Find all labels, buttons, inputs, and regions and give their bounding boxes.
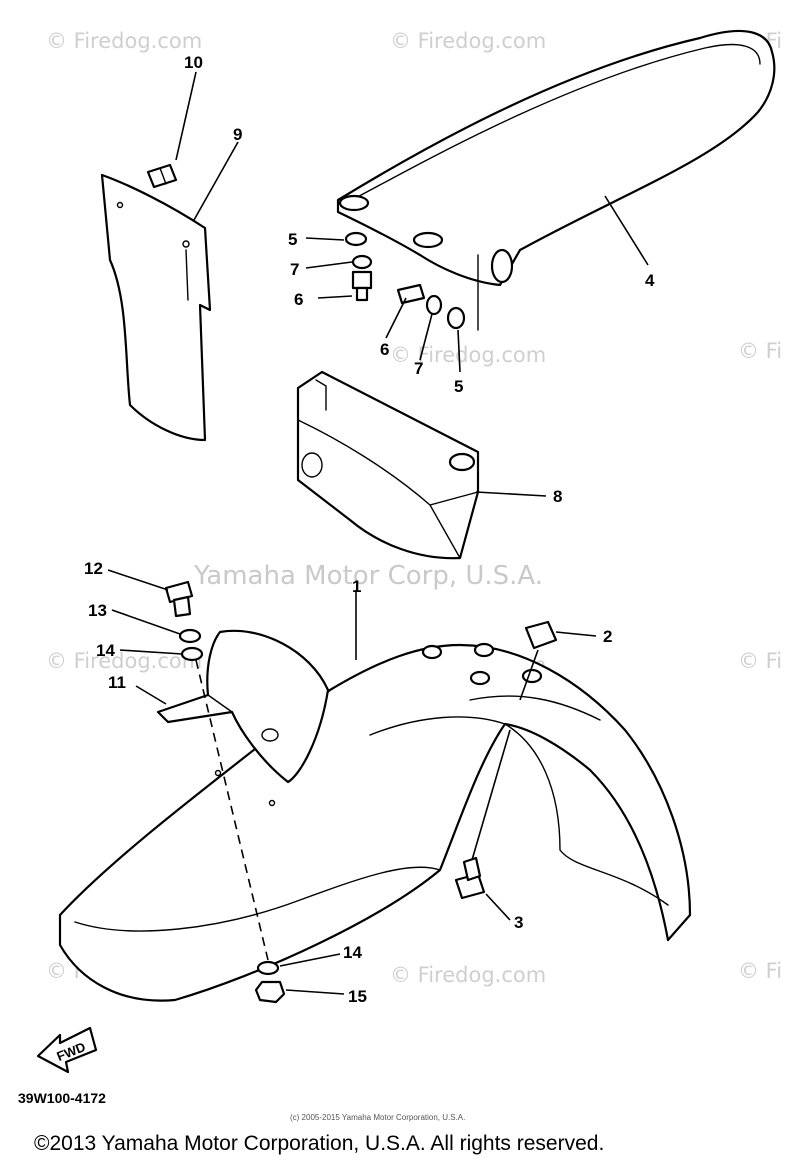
footer-copyright: ©2013 Yamaha Motor Corporation, U.S.A. A… (34, 1132, 604, 1155)
callout-1: 1 (352, 577, 361, 596)
callout-numbers: 1 2 3 4 5 5 6 6 7 7 8 9 10 11 12 13 14 1… (84, 53, 655, 1006)
front-bracket-part (156, 629, 330, 784)
watermark-yamaha: Yamaha Motor Corp, U.S.A. (193, 561, 543, 591)
side-plate-part (100, 173, 212, 442)
callout-15: 15 (348, 987, 367, 1006)
watermark-lower-left: © Firedog.com (46, 649, 202, 673)
callout-8: 8 (553, 487, 562, 506)
callout-6-lower: 6 (380, 340, 389, 359)
watermark-top-center: © Firedog.com (390, 29, 546, 53)
callout-11: 11 (108, 673, 126, 692)
callout-7-lower: 7 (414, 359, 423, 378)
callout-5-lower: 5 (454, 377, 463, 396)
callout-12: 12 (84, 559, 103, 578)
callout-14-upper: 14 (96, 641, 115, 660)
number-plate-part (296, 370, 480, 560)
small-copyright: (c) 2005-2015 Yamaha Motor Corporation, … (290, 1113, 465, 1122)
callout-2: 2 (603, 627, 612, 646)
leader-lines (107, 71, 649, 995)
front-fender-part (58, 642, 692, 1002)
callout-4: 4 (645, 271, 655, 290)
forward-arrow-icon: FWD (36, 1026, 98, 1074)
callout-10: 10 (184, 53, 203, 72)
callout-6-upper: 6 (294, 290, 303, 309)
screw-part (146, 163, 178, 189)
callout-5-upper: 5 (288, 230, 297, 249)
watermark-layer: © Firedog.com © Firedog.com © Fi © Fired… (46, 29, 782, 987)
watermark-top-left: © Firedog.com (46, 29, 202, 53)
watermark-bottom-center: © Firedog.com (390, 963, 546, 987)
watermark-bottom-right: © Fi (738, 959, 782, 983)
callout-3: 3 (514, 913, 523, 932)
callout-13: 13 (88, 601, 107, 620)
rear-fender-part (336, 29, 776, 331)
watermark-lower-right: © Fi (738, 649, 782, 673)
fender-hardware (344, 231, 466, 330)
callout-9: 9 (233, 125, 242, 144)
watermark-mid-center: © Firedog.com (390, 343, 546, 367)
watermark-mid-right: © Fi (738, 339, 782, 363)
callout-14-lower: 14 (343, 943, 362, 962)
callout-7-upper: 7 (290, 260, 299, 279)
diagram-code: 39W100-4172 (18, 1090, 106, 1106)
